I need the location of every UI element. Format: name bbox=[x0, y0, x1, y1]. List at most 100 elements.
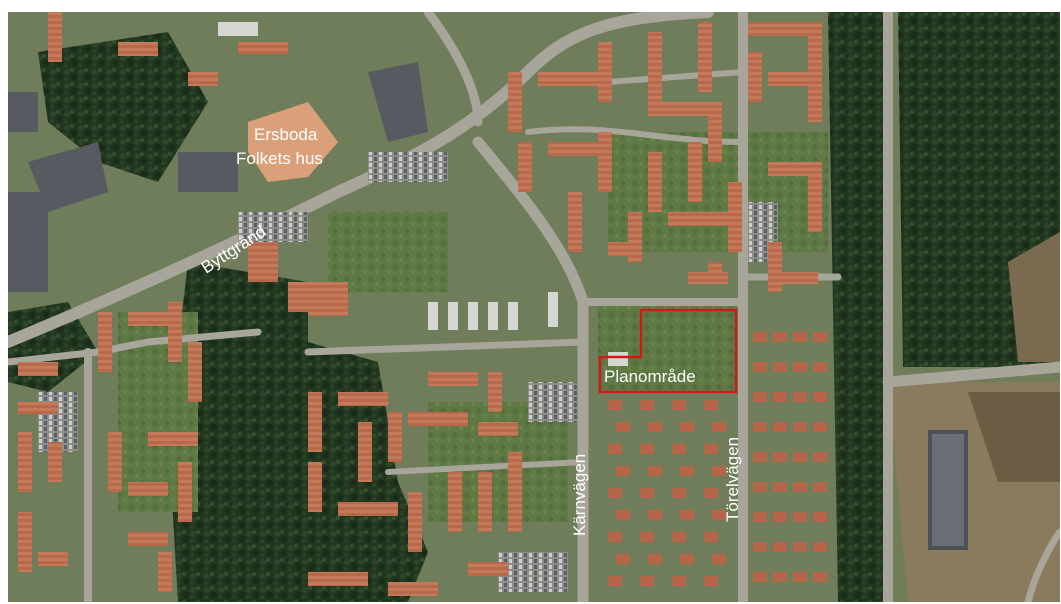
villa-house bbox=[793, 422, 807, 432]
apartment-block bbox=[308, 572, 368, 586]
villa-house bbox=[640, 576, 654, 586]
villa-house bbox=[813, 512, 827, 522]
apartment-block bbox=[388, 412, 402, 462]
villa-house bbox=[753, 542, 767, 552]
apartment-block bbox=[308, 302, 348, 316]
road-karnvagen bbox=[472, 136, 589, 602]
villa-house bbox=[773, 512, 787, 522]
apartment-block bbox=[338, 502, 398, 516]
apartment-block bbox=[18, 362, 58, 376]
villa-house bbox=[640, 444, 654, 454]
villa-house bbox=[813, 392, 827, 402]
apartment-block bbox=[548, 142, 598, 156]
villa-house bbox=[813, 482, 827, 492]
apartment-block bbox=[808, 162, 822, 232]
villa-house bbox=[672, 532, 686, 542]
apartment-block bbox=[238, 42, 288, 54]
villa-house bbox=[680, 554, 694, 564]
apartment-block bbox=[748, 52, 762, 102]
road-south-loop bbox=[385, 459, 586, 475]
villa-house bbox=[773, 452, 787, 462]
villa-house bbox=[712, 422, 726, 432]
road-sw-curve bbox=[1024, 528, 1060, 602]
forest-belt-east bbox=[828, 12, 893, 602]
villa-house bbox=[712, 466, 726, 476]
villa-house bbox=[648, 510, 662, 520]
villa-house bbox=[793, 542, 807, 552]
apartment-block bbox=[408, 492, 422, 552]
label-ersboda: Ersboda bbox=[254, 125, 318, 144]
apartment-block bbox=[388, 582, 438, 596]
villa-house bbox=[753, 512, 767, 522]
villa-house bbox=[773, 362, 787, 372]
villa-house bbox=[793, 452, 807, 462]
road-southwest bbox=[8, 328, 262, 366]
white-buildings bbox=[218, 22, 628, 366]
villa-house bbox=[773, 422, 787, 432]
apartment-block bbox=[478, 422, 518, 436]
villa-house bbox=[672, 400, 686, 410]
apartment-block bbox=[808, 22, 822, 82]
apartment-block bbox=[308, 462, 322, 512]
villa-house bbox=[753, 482, 767, 492]
apartment-block bbox=[48, 12, 62, 62]
road-north bbox=[423, 12, 483, 127]
villa-house bbox=[704, 400, 718, 410]
lawns bbox=[118, 132, 828, 522]
villa-house bbox=[773, 332, 787, 342]
villa-house bbox=[608, 576, 622, 586]
apartment-block bbox=[648, 152, 662, 212]
apartment-block bbox=[508, 452, 522, 532]
villa-house bbox=[712, 554, 726, 564]
apartment-block bbox=[98, 312, 112, 372]
villa-house bbox=[773, 482, 787, 492]
villa-house bbox=[608, 488, 622, 498]
label-torelvagen: Törelvägen bbox=[723, 437, 742, 522]
apartment-block bbox=[448, 472, 462, 532]
apartment-block bbox=[118, 42, 158, 56]
villa-house bbox=[793, 572, 807, 582]
apartment-block bbox=[748, 22, 808, 36]
villa-house bbox=[672, 576, 686, 586]
villa-house bbox=[712, 510, 726, 520]
villa-house bbox=[672, 444, 686, 454]
villa-house bbox=[680, 466, 694, 476]
villa-house bbox=[813, 332, 827, 342]
villa-house bbox=[648, 422, 662, 432]
villa-house bbox=[813, 422, 827, 432]
villa-house bbox=[793, 332, 807, 342]
apartment-block bbox=[508, 72, 522, 132]
planomrade-outline bbox=[598, 308, 738, 394]
apartment-block bbox=[178, 462, 192, 522]
apartment-block bbox=[338, 392, 388, 406]
apartment-block bbox=[568, 192, 582, 252]
apartment-block bbox=[18, 512, 32, 572]
villa-house bbox=[773, 392, 787, 402]
villa-house bbox=[608, 444, 622, 454]
apartment-block bbox=[688, 142, 702, 202]
villa-house bbox=[753, 392, 767, 402]
villa-house bbox=[640, 400, 654, 410]
villa-house bbox=[640, 488, 654, 498]
apartment-block bbox=[648, 102, 708, 116]
apartment-block bbox=[128, 482, 168, 496]
villa-house bbox=[672, 488, 686, 498]
apartment-block bbox=[158, 552, 172, 592]
villa-house bbox=[753, 572, 767, 582]
villa-house bbox=[704, 444, 718, 454]
villa-house bbox=[753, 332, 767, 342]
apartment-block bbox=[608, 242, 638, 256]
villa-house bbox=[813, 362, 827, 372]
villa-house bbox=[648, 466, 662, 476]
apartment-block bbox=[688, 272, 728, 284]
apartment-blocks bbox=[18, 12, 822, 596]
villa-house bbox=[813, 452, 827, 462]
villa-house bbox=[704, 488, 718, 498]
apartment-block bbox=[598, 132, 612, 192]
forest-center bbox=[168, 262, 428, 602]
villa-house bbox=[773, 542, 787, 552]
grey-buildings bbox=[8, 62, 968, 550]
apartment-block bbox=[128, 312, 168, 326]
apartment-block bbox=[728, 182, 742, 252]
road-upper-loop2 bbox=[605, 69, 746, 85]
